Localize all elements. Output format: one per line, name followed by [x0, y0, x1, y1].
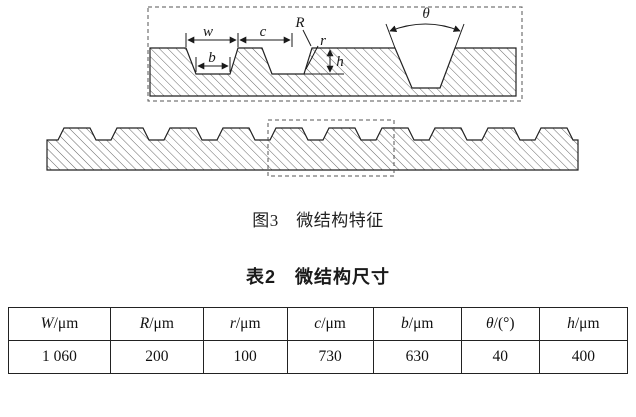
header-symbol: r — [229, 315, 236, 332]
value-cell-theta: 40 — [460, 340, 540, 374]
label-b: b — [208, 50, 216, 66]
figure-caption: 图3 微结构特征 — [252, 211, 384, 230]
detail-view-dashed-border — [147, 6, 523, 102]
header-unit: /(°) — [493, 315, 515, 332]
table-value-row: 1 060 200 100 730 630 40 400 — [8, 340, 629, 374]
header-symbol: c — [314, 315, 322, 332]
header-unit: /μm — [149, 315, 174, 332]
header-cell-c: c/μm — [286, 307, 374, 341]
header-cell-theta: θ/(°) — [460, 307, 540, 341]
label-theta: θ — [422, 6, 430, 22]
header-cell-W: W/μm — [8, 307, 111, 341]
dimensions-table: W/μm R/μm r/μm c/μm b/μm θ/(°) h/μm 1 06… — [8, 307, 629, 374]
dimension-h: h — [304, 49, 344, 75]
dimension-theta: θ — [385, 6, 465, 49]
header-unit: /μm — [53, 315, 79, 332]
header-symbol: b — [401, 315, 409, 332]
header-cell-b: b/μm — [372, 307, 462, 341]
label-w: w — [203, 24, 213, 40]
microstructure-figure: w c b R r — [0, 0, 636, 190]
dimension-b: b — [195, 50, 231, 72]
header-unit: /μm — [321, 315, 346, 332]
value-cell-R: 200 — [109, 340, 204, 374]
dimension-r: r — [305, 33, 326, 70]
label-c: c — [260, 24, 267, 40]
value-cell-b: 630 — [372, 340, 462, 374]
label-r: r — [320, 33, 326, 49]
detail-cross-section — [149, 47, 517, 97]
label-R: R — [294, 15, 304, 31]
value-cell-h: 400 — [538, 340, 629, 374]
header-symbol: h — [567, 315, 575, 332]
microstructure-diagram: w c b R r — [46, 6, 579, 177]
dimension-c: c — [239, 24, 293, 47]
header-unit: /μm — [235, 315, 261, 332]
value-cell-r: 100 — [202, 340, 288, 374]
dimension-R: R — [294, 15, 312, 47]
header-symbol: θ — [486, 315, 494, 332]
strip-cross-section — [46, 127, 579, 171]
table-title: 表2 微结构尺寸 — [245, 267, 390, 287]
header-symbol: W — [40, 315, 54, 332]
dimension-w: w — [185, 24, 239, 47]
table-header-row: W/μm R/μm r/μm c/μm b/μm θ/(°) h/μm — [8, 307, 629, 341]
header-cell-r: r/μm — [202, 307, 288, 341]
header-unit: /μm — [574, 315, 600, 332]
header-symbol: R — [139, 315, 150, 332]
header-cell-R: R/μm — [109, 307, 204, 341]
value-cell-W: 1 060 — [8, 340, 111, 374]
header-cell-h: h/μm — [538, 307, 629, 341]
header-unit: /μm — [408, 315, 434, 332]
value-cell-c: 730 — [286, 340, 374, 374]
label-h: h — [336, 54, 344, 70]
zoom-region-dashed-box — [267, 119, 395, 177]
